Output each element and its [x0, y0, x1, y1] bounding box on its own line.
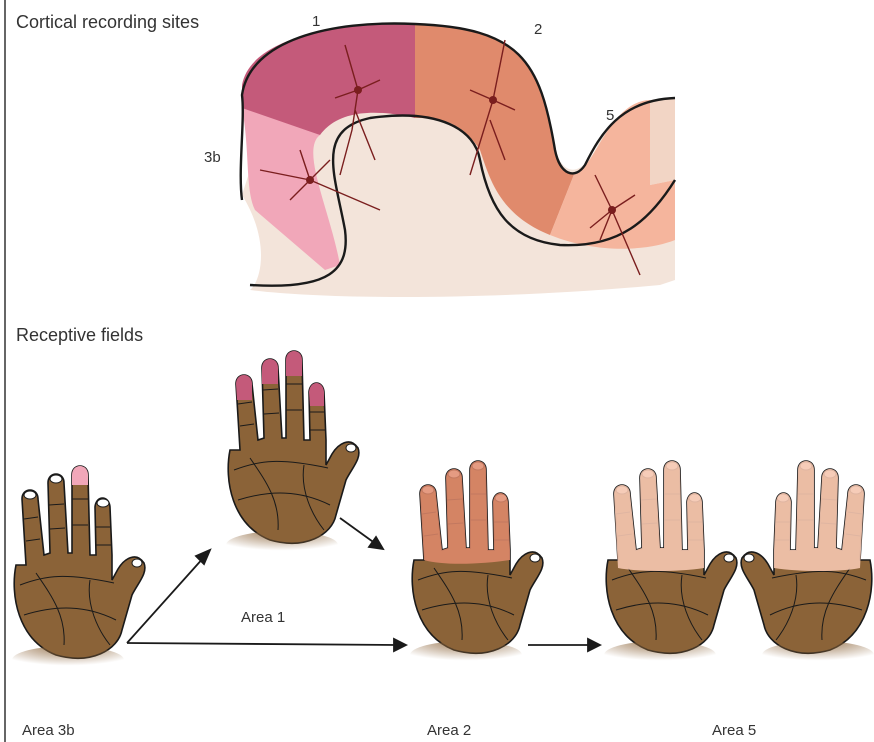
caption-area-5: Area 5	[712, 722, 756, 739]
hand-area-1	[226, 351, 359, 559]
label-2: 2	[534, 21, 542, 38]
arrow-3b-to-2	[127, 639, 406, 651]
label-3b: 3b	[204, 149, 221, 166]
label-1: 1	[312, 13, 320, 30]
rf-3b-fingertip	[72, 466, 88, 485]
caption-area-3b: Area 3b	[22, 722, 75, 739]
cortex-title: Cortical recording sites	[16, 12, 199, 32]
arrow-2-to-5	[528, 639, 600, 651]
caption-area-1: Area 1	[241, 609, 285, 626]
hand-area-3b	[12, 466, 145, 674]
rf-2-region	[420, 461, 510, 564]
caption-area-2: Area 2	[427, 722, 471, 739]
hand-area-5-left	[604, 461, 737, 669]
rf-5-right-region	[774, 461, 864, 571]
arrow-1-to-2	[340, 518, 383, 549]
receptive-fields-title: Receptive fields	[16, 325, 143, 345]
hand-area-5-right	[741, 461, 874, 669]
label-5: 5	[606, 107, 614, 124]
cortex-section	[241, 24, 675, 297]
hand-area-2	[410, 461, 543, 669]
rf-5-left-region	[614, 461, 704, 571]
area-5-lighter-region	[650, 98, 675, 185]
